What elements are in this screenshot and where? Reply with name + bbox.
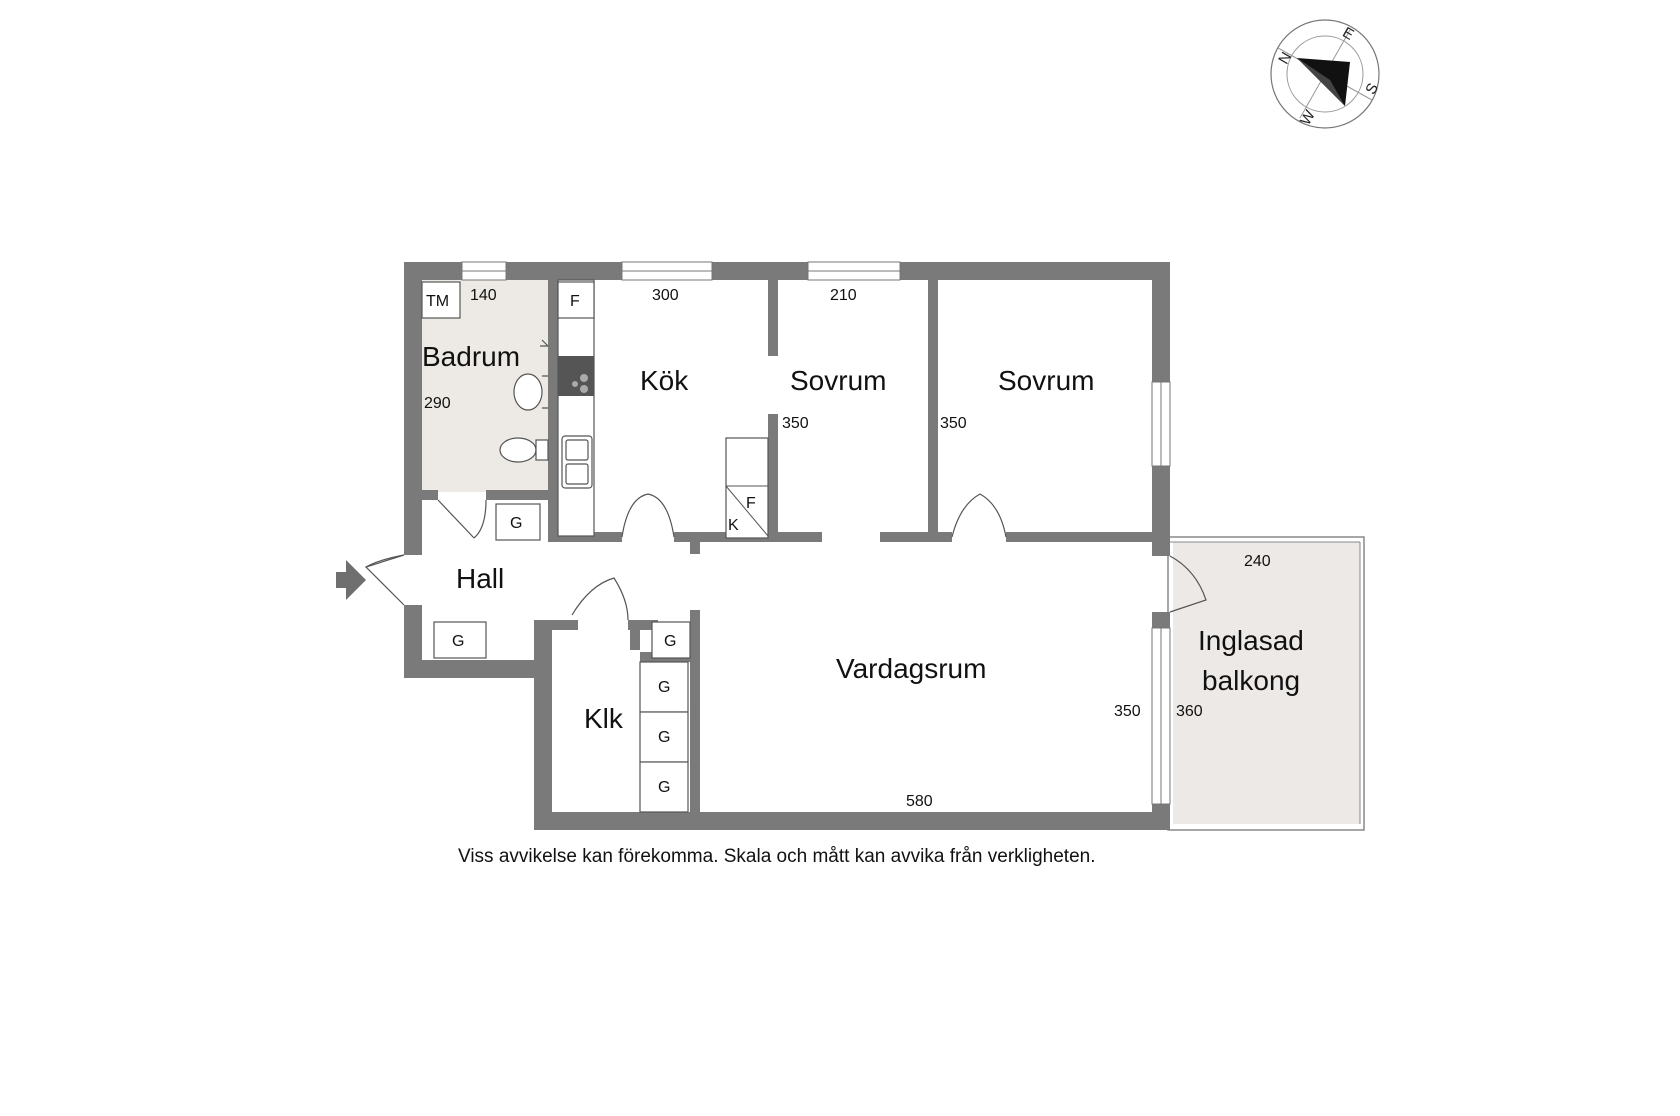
room-label-balkong-line1: Inglasad [1198, 625, 1304, 656]
dim-sovrum1-height: 350 [782, 415, 809, 432]
room-label-sovrum-1: Sovrum [790, 365, 886, 396]
dim-sovrum2-height: 350 [940, 415, 967, 432]
cabinet-label-hall-upper: G [510, 515, 522, 532]
room-label-badrum: Badrum [422, 341, 520, 372]
room-label-vardagsrum: Vardagsrum [836, 653, 986, 684]
dim-badrum-width: 140 [470, 287, 497, 304]
fixtures [421, 279, 769, 813]
doors [364, 493, 1207, 621]
room-label-balkong-line2: balkong [1202, 665, 1300, 696]
freezer-f-label: F [746, 495, 756, 512]
room-label-sovrum-2: Sovrum [998, 365, 1094, 396]
fridge-label-kitchen: F [570, 293, 580, 310]
entrance-arrow-icon [336, 560, 366, 600]
dim-kok-width: 300 [652, 287, 679, 304]
washing-machine-label: TM [426, 293, 449, 310]
dim-balkong-width: 240 [1244, 553, 1271, 570]
cabinet-label-klk-4: G [658, 779, 670, 796]
dim-balkong-height: 360 [1176, 703, 1203, 720]
room-label-klk: Klk [584, 703, 624, 734]
dim-vardagsrum-height: 350 [1114, 703, 1141, 720]
windows [461, 261, 1171, 805]
dim-badrum-height: 290 [424, 395, 451, 412]
cabinet-label-klk-2: G [658, 679, 670, 696]
cabinet-label-hall-lower: G [452, 633, 464, 650]
dim-sovrum1-width: 210 [830, 287, 857, 304]
cabinet-label-klk-1: G [664, 633, 676, 650]
compass-icon: N E S W [1270, 19, 1382, 129]
room-label-kok: Kök [640, 365, 689, 396]
disclaimer: Viss avvikelse kan förekomma. Skala och … [458, 846, 1096, 867]
dim-vardagsrum-width: 580 [906, 793, 933, 810]
balcony-floor [1173, 542, 1360, 824]
room-label-hall: Hall [456, 563, 504, 594]
freezer-k-label: K [728, 517, 739, 534]
cabinet-label-klk-3: G [658, 729, 670, 746]
